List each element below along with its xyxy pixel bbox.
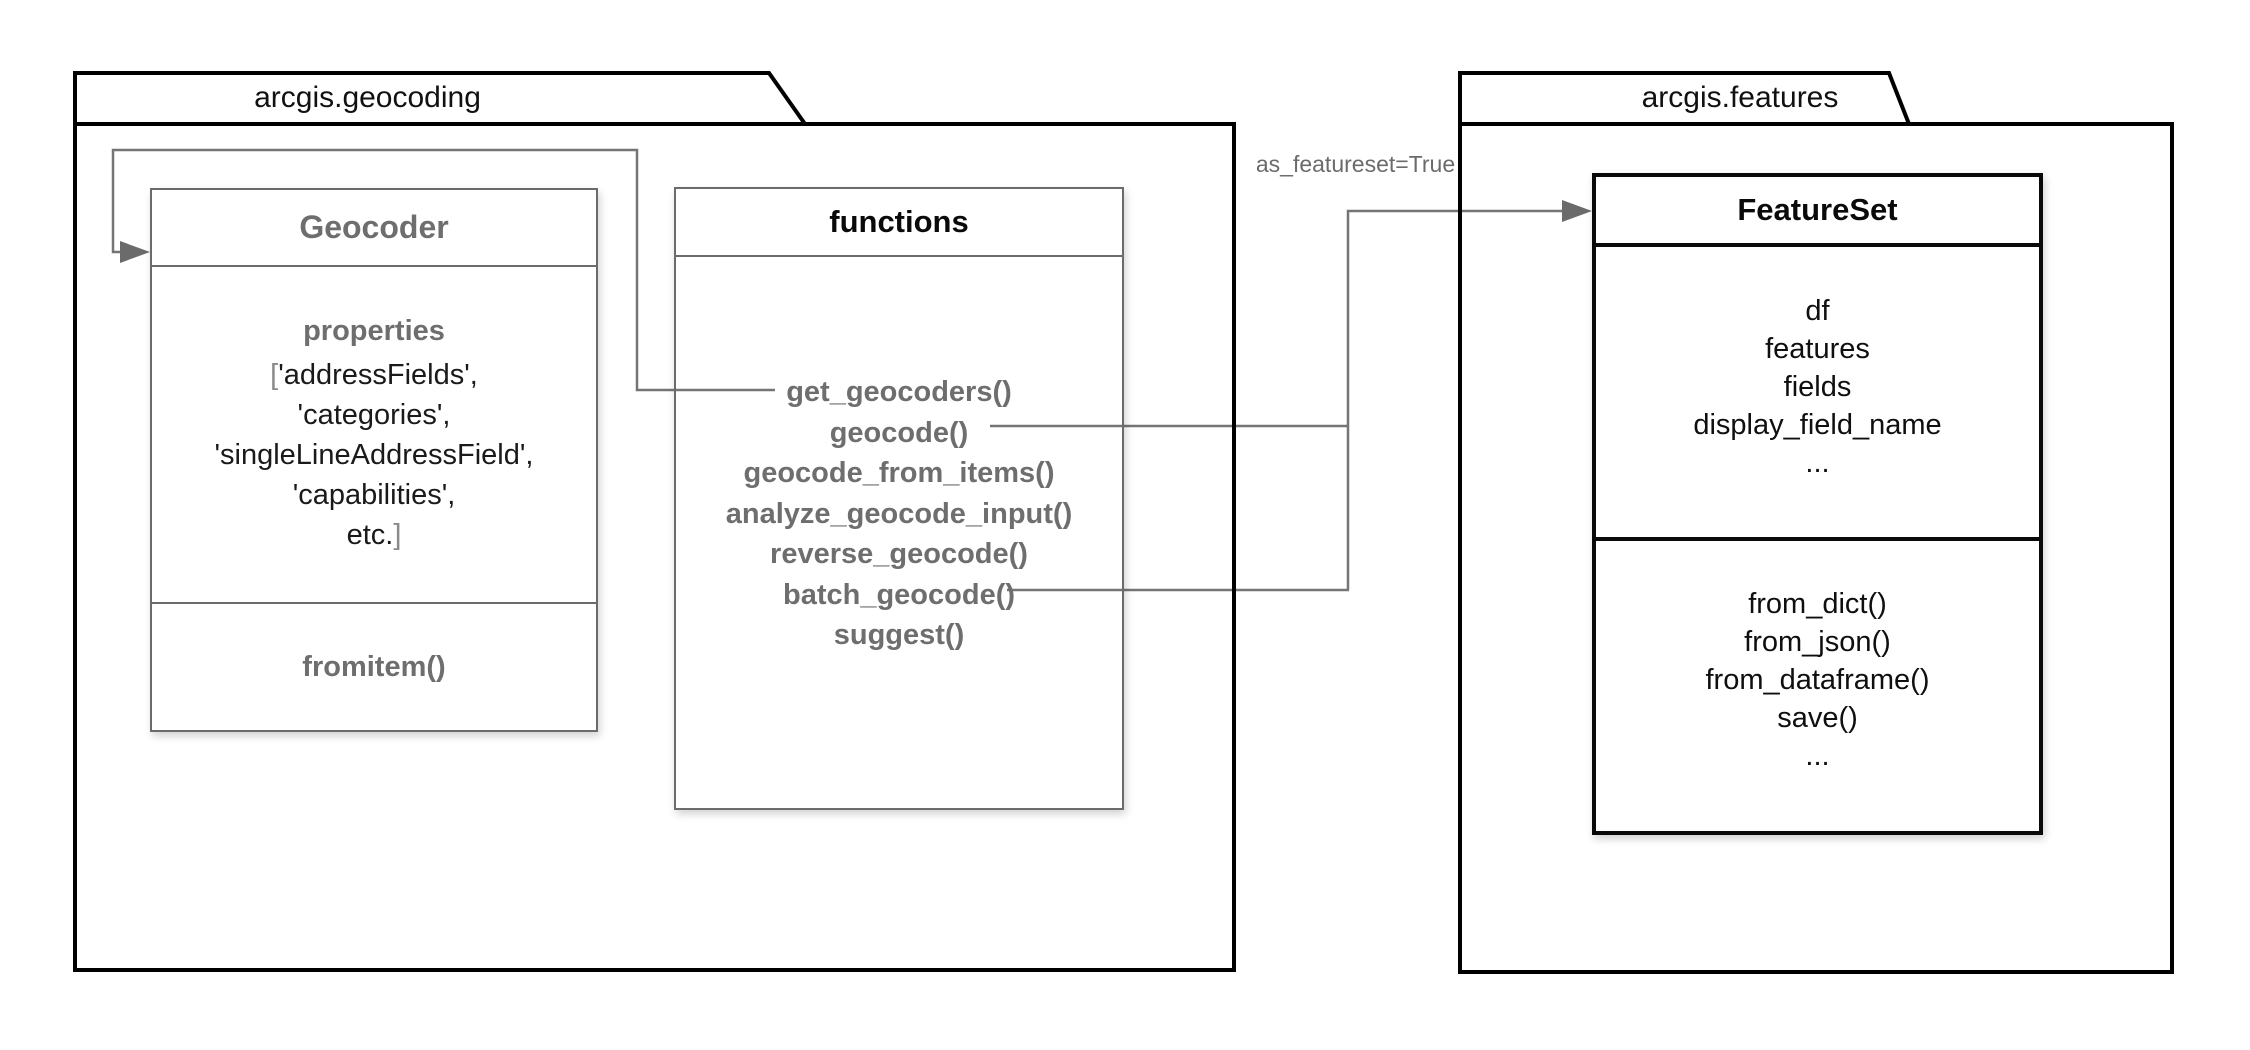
function-item: suggest() [833,619,965,651]
featureset-title-section: FeatureSet [1596,177,2039,247]
geocoder-title-section: Geocoder [152,190,596,267]
geocoder-properties-header: properties [303,315,445,347]
featureset-attribute: features [1765,333,1870,365]
bracket-close: ] [393,519,402,551]
featureset-method: from_dict() [1748,588,1887,620]
functions-title-section: functions [676,189,1122,257]
arrowhead-into-featureset [1562,200,1592,222]
featureset-attributes-section: df features fields display_field_name ..… [1596,247,2039,541]
geocoder-properties-section: properties ['addressFields', 'categories… [152,267,596,604]
function-item: get_geocoders() [786,376,1012,408]
functions-list: get_geocoders() geocode() geocode_from_i… [676,257,1122,656]
bracket-open: [ [270,359,279,391]
functions-title: functions [829,204,969,239]
package-features [1458,122,2174,974]
featureset-attribute: ... [1805,447,1830,479]
function-item: reverse_geocode() [770,538,1028,570]
connector-to-featureset [1346,209,1585,590]
featureset-title: FeatureSet [1737,192,1898,227]
geocoder-methods-section: fromitem() [152,604,596,730]
featureset-method: save() [1777,702,1858,734]
featureset-attribute: fields [1783,371,1852,403]
featureset-methods-section: from_dict() from_json() from_dataframe()… [1596,541,2039,831]
featureset-attribute: display_field_name [1693,409,1942,441]
featureset-method: from_json() [1744,626,1891,658]
featureset-method: from_dataframe() [1705,664,1930,696]
class-box-featureset: FeatureSet df features fields display_fi… [1592,173,2043,835]
featureset-attribute: df [1805,295,1830,327]
featureset-method: ... [1805,740,1830,772]
property-line: 'categories', [297,399,451,431]
class-box-geocoder: Geocoder properties ['addressFields', 'c… [150,188,598,732]
geocoder-title: Geocoder [299,209,449,245]
function-item: analyze_geocode_input() [725,497,1073,530]
geocoder-properties-list: ['addressFields', 'categories', 'singleL… [152,355,596,555]
function-item: geocode_from_items() [743,457,1055,489]
edge-label-as-featureset: as_featureset=True [1255,151,1456,177]
geocoder-method-fromitem: fromitem() [302,650,446,683]
property-line: etc.] [346,519,402,551]
connector-getgeocoders-to-geocoder [111,148,775,392]
package-geocoding [73,122,1236,972]
package-title-features: arcgis.features [1641,81,1839,114]
property-line: 'capabilities', [292,479,456,511]
class-box-functions: functions get_geocoders() geocode() geoc… [674,187,1124,810]
package-title-geocoding: arcgis.geocoding [254,81,481,114]
property-line: 'singleLineAddressField', [214,439,534,471]
function-item: geocode() [829,416,969,449]
function-item: batch_geocode() [782,578,1016,611]
arrowhead-into-geocoder [120,241,150,263]
property-line: ['addressFields', [270,359,478,391]
